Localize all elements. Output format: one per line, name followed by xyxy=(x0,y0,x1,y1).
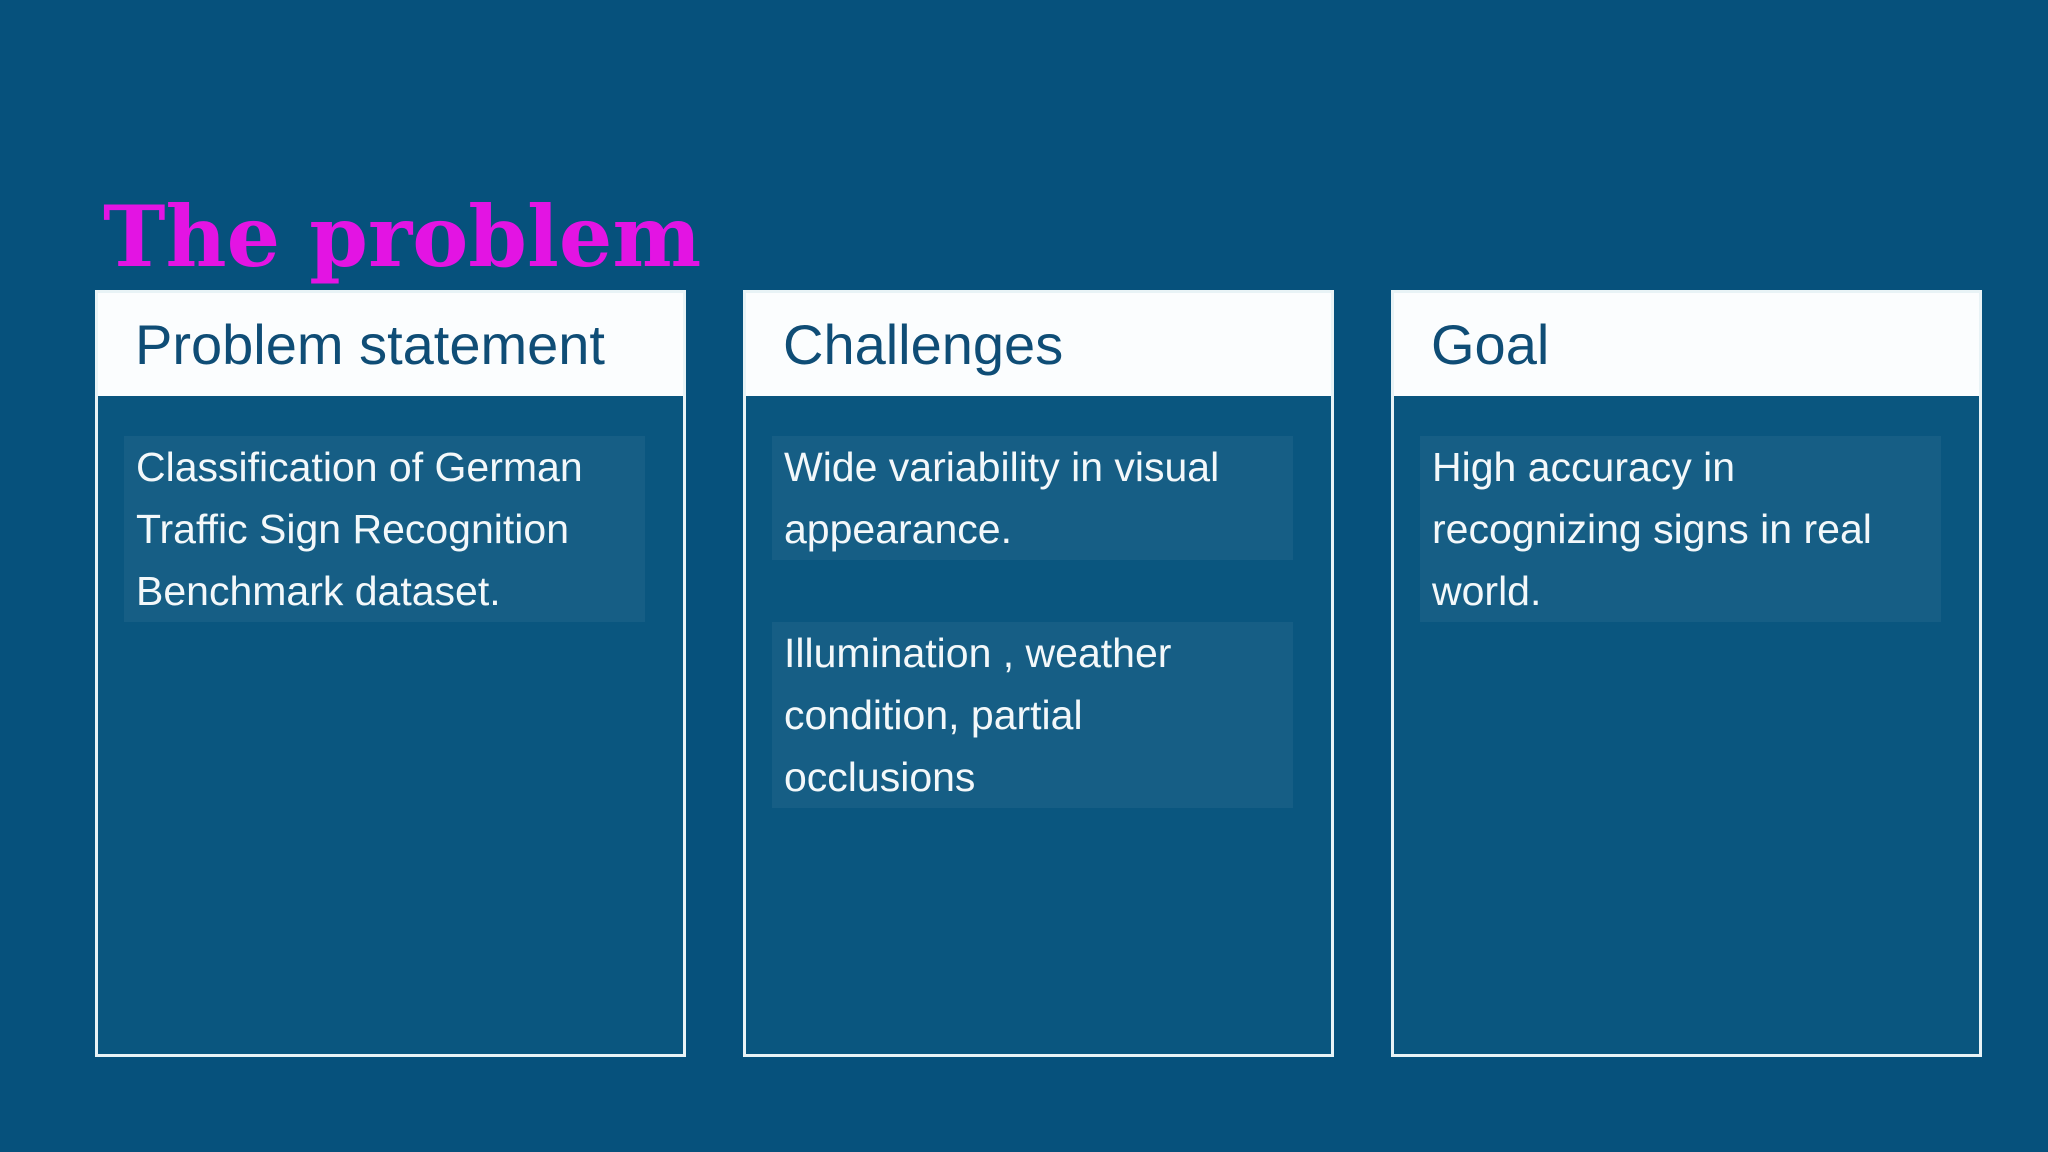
card-body-goal: High accuracy in recognizing signs in re… xyxy=(1394,396,1979,622)
card-title-challenges: Challenges xyxy=(783,313,1064,376)
card-challenges: Challenges Wide variability in visual ap… xyxy=(743,290,1334,1057)
card-title-problem-statement: Problem statement xyxy=(135,313,605,376)
paragraph-problem-statement: Classification of German Traffic Sign Re… xyxy=(124,436,645,622)
card-title-goal: Goal xyxy=(1431,313,1550,376)
card-problem-statement: Problem statement Classification of Germ… xyxy=(95,290,686,1057)
card-body-challenges: Wide variability in visual appearance. I… xyxy=(746,396,1331,808)
card-header-problem-statement: Problem statement xyxy=(98,293,683,396)
paragraph-goal: High accuracy in recognizing signs in re… xyxy=(1420,436,1941,622)
card-header-challenges: Challenges xyxy=(746,293,1331,396)
card-header-goal: Goal xyxy=(1394,293,1979,396)
cards-row: Problem statement Classification of Germ… xyxy=(95,290,1982,1057)
card-goal: Goal High accuracy in recognizing signs … xyxy=(1391,290,1982,1057)
paragraph-challenges-1: Wide variability in visual appearance. xyxy=(772,436,1293,560)
paragraph-challenges-2: Illumination , weather condition, partia… xyxy=(772,622,1293,808)
card-body-problem-statement: Classification of German Traffic Sign Re… xyxy=(98,396,683,622)
slide-title: The problem xyxy=(103,187,702,287)
